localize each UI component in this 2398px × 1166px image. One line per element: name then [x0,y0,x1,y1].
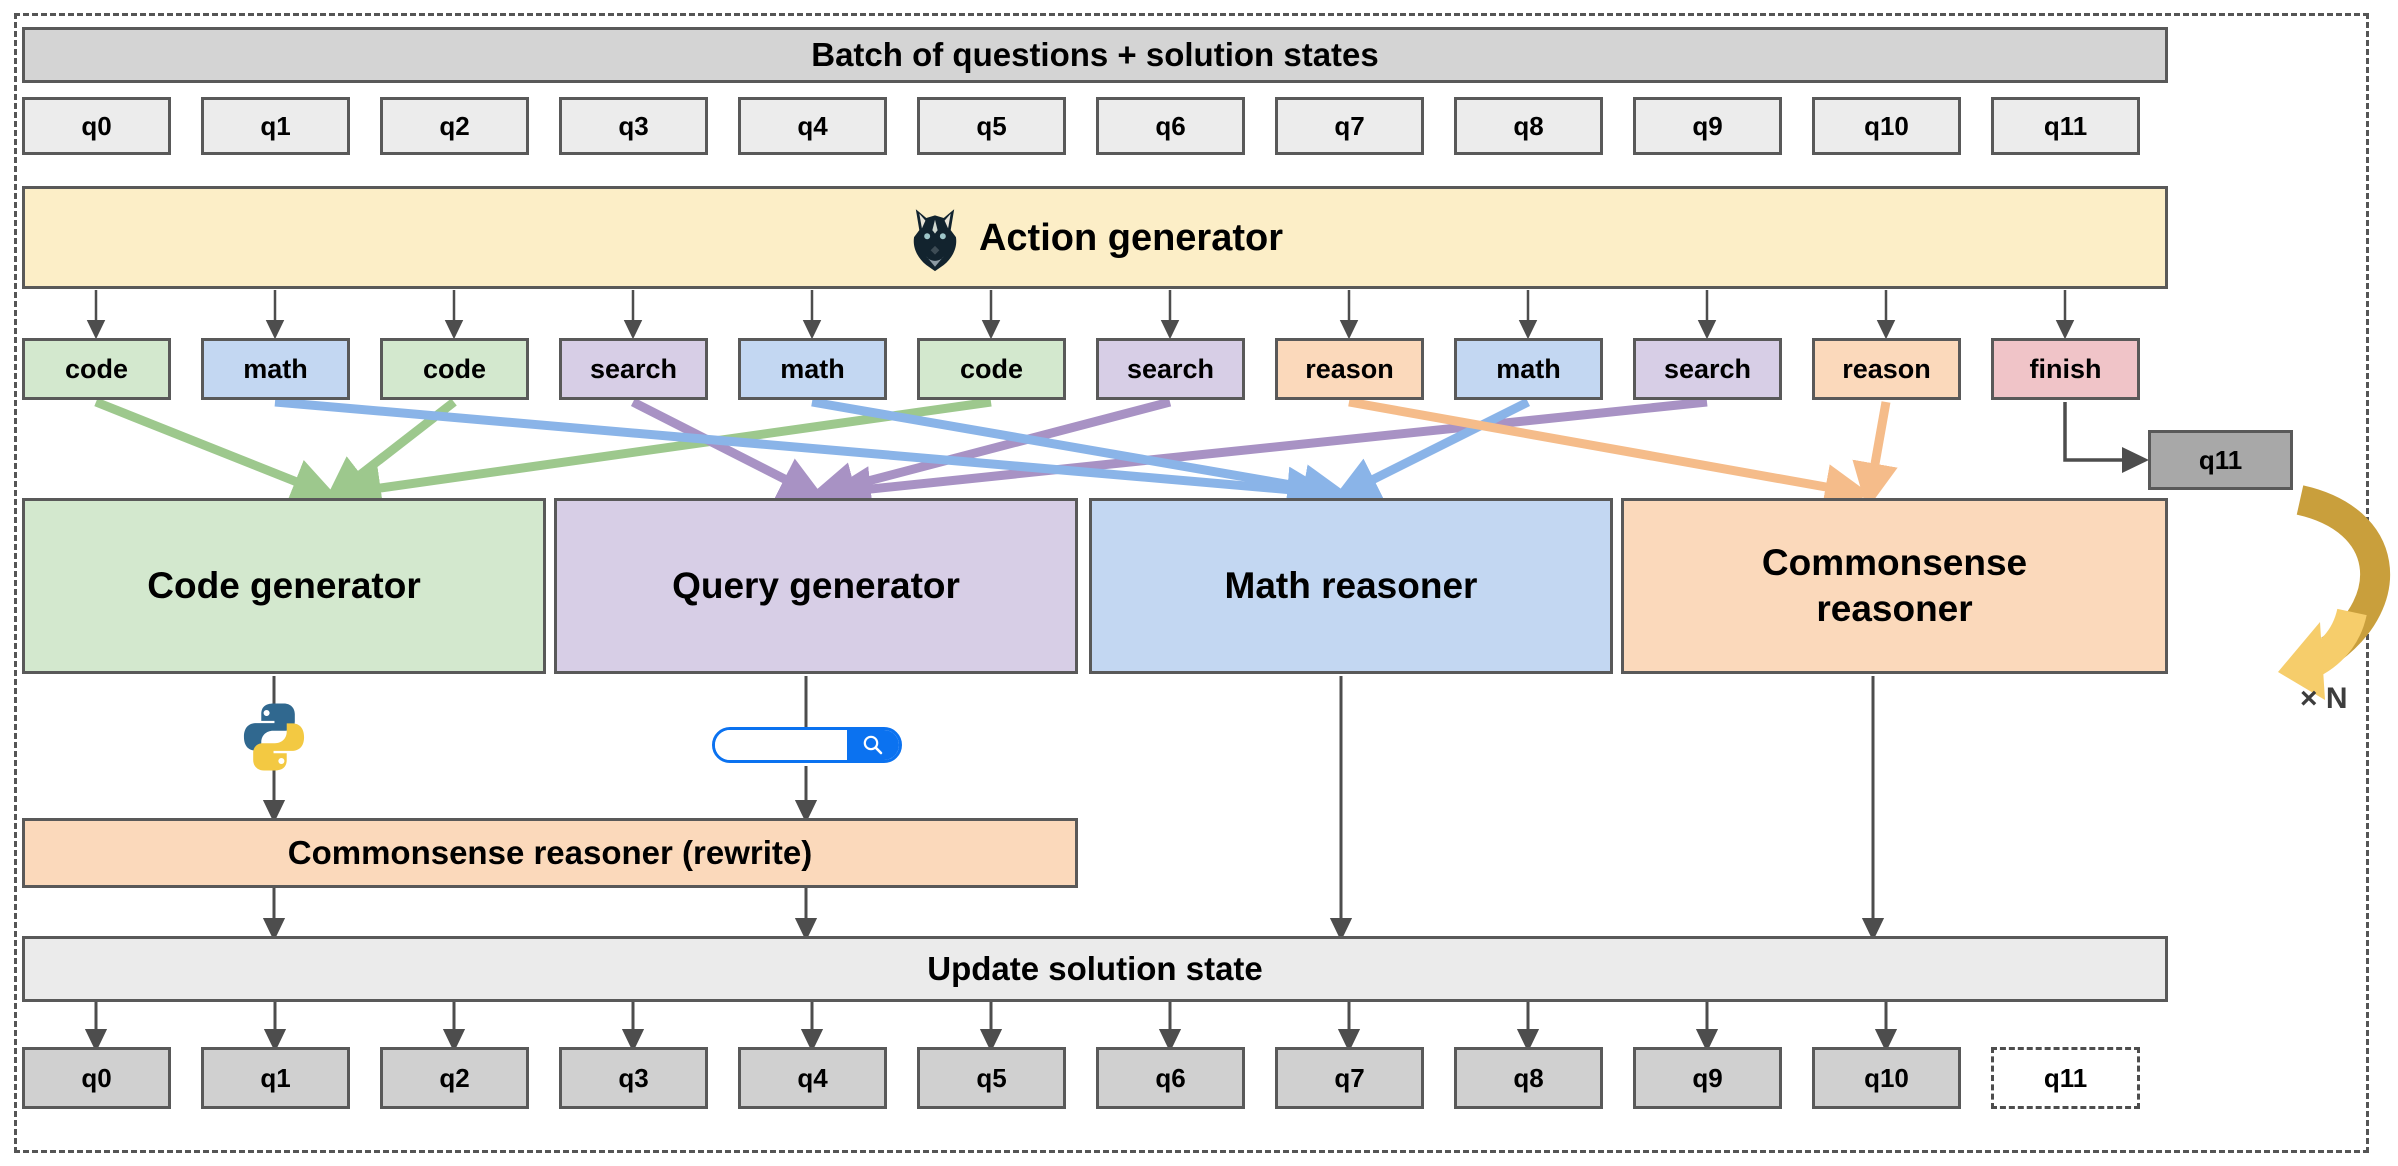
question-chip-top: q7 [1275,97,1424,155]
question-chip-label: q5 [976,110,1007,141]
question-chip-top: q5 [917,97,1066,155]
question-chip-label: q7 [1334,110,1365,141]
question-chip-label: q2 [439,110,470,141]
question-chip-bottom: q11 [1991,1047,2140,1109]
action-chip-label: math [1496,353,1561,384]
processor-codegen: Code generator [22,498,546,674]
action-chip-search: search [1096,338,1245,400]
question-chip-label: q10 [1864,110,1909,141]
question-chip-bottom: q3 [559,1047,708,1109]
action-chip-math: math [201,338,350,400]
question-chip-top: q11 [1991,97,2140,155]
commonsense-rewrite-label: Commonsense reasoner (rewrite) [287,834,813,871]
action-chip-label: finish [2029,353,2102,384]
question-chip-label: q11 [2043,110,2088,141]
question-chip-label: q4 [797,1062,828,1093]
question-chip-label: q1 [260,1062,291,1093]
question-chip-bottom: q4 [738,1047,887,1109]
question-chip-label: q4 [797,110,828,141]
action-chip-label: reason [1305,353,1394,384]
action-chip-code: code [917,338,1066,400]
question-chip-label: q5 [976,1062,1007,1093]
action-chip-search: search [1633,338,1782,400]
question-chip-top: q1 [201,97,350,155]
processor-mathreas: Math reasoner [1089,498,1613,674]
question-chip-label: q6 [1155,110,1186,141]
wolf-head-icon [913,208,957,271]
action-chip-search: search [559,338,708,400]
batch-header-label: Batch of questions + solution states [811,36,1379,73]
question-chip-label: q9 [1692,1062,1723,1093]
action-chip-code: code [22,338,171,400]
action-chip-label: math [780,353,845,384]
question-chip-label: q11 [2043,1062,2088,1093]
action-chip-reason: reason [1275,338,1424,400]
action-chip-reason: reason [1812,338,1961,400]
question-chip-label: q7 [1334,1062,1365,1093]
question-chip-label: q3 [618,1062,649,1093]
question-chip-top: q10 [1812,97,1961,155]
batch-header-bar: Batch of questions + solution states [22,27,2168,83]
question-chip-top: q8 [1454,97,1603,155]
question-chip-label: q6 [1155,1062,1186,1093]
question-chip-top: q9 [1633,97,1782,155]
action-chip-label: math [243,353,308,384]
action-chip-label: code [64,353,129,384]
question-chip-label: q0 [81,110,112,141]
question-chip-label: q2 [439,1062,470,1093]
action-generator-box: Action generator [22,186,2168,289]
action-chip-math: math [1454,338,1603,400]
search-icon [863,735,883,755]
question-chip-label: q10 [1864,1062,1909,1093]
question-chip-top: q3 [559,97,708,155]
question-chip-bottom: q6 [1096,1047,1245,1109]
question-chip-top: q6 [1096,97,1245,155]
processor-label: Query generator [672,564,960,606]
processor-label: Math reasoner [1224,564,1478,606]
question-chip-bottom: q0 [22,1047,171,1109]
action-generator-label: Action generator [978,216,1284,259]
question-chip-label: q8 [1513,1062,1544,1093]
question-chip-label: q0 [81,1062,112,1093]
action-chip-label: code [959,353,1024,384]
question-chip-top: q4 [738,97,887,155]
question-chip-bottom: q1 [201,1047,350,1109]
question-chip-top: q0 [22,97,171,155]
finished-question-box: q11 [2148,430,2293,490]
question-chip-label: q1 [260,110,291,141]
action-chip-finish: finish [1991,338,2140,400]
loop-count-label: × N [2300,682,2348,715]
processor-label: Code generator [147,564,421,606]
action-chip-label: search [1663,353,1752,384]
question-chip-bottom: q7 [1275,1047,1424,1109]
python-logo-icon [243,703,305,771]
question-chip-bottom: q10 [1812,1047,1961,1109]
action-chip-math: math [738,338,887,400]
action-chip-label: search [1126,353,1215,384]
question-chip-label: q9 [1692,110,1723,141]
question-chip-bottom: q5 [917,1047,1066,1109]
processor-querygen: Query generator [554,498,1078,674]
question-chip-label: q3 [618,110,649,141]
update-solution-state-bar: Update solution state [22,936,2168,1002]
update-solution-state-label: Update solution state [927,950,1263,987]
processor-label: Commonsense reasoner [1761,541,2028,629]
action-chip-label: reason [1842,353,1931,384]
commonsense-rewrite-box: Commonsense reasoner (rewrite) [22,818,1078,888]
search-input[interactable] [715,730,847,760]
question-chip-bottom: q2 [380,1047,529,1109]
question-chip-bottom: q8 [1454,1047,1603,1109]
finished-question-label: q11 [2198,444,2243,475]
action-chip-code: code [380,338,529,400]
question-chip-label: q8 [1513,110,1544,141]
question-chip-bottom: q9 [1633,1047,1782,1109]
search-bar-widget[interactable] [712,727,902,763]
search-button[interactable] [847,730,899,760]
processor-csreas: Commonsense reasoner [1621,498,2168,674]
action-chip-label: code [422,353,487,384]
question-chip-top: q2 [380,97,529,155]
action-chip-label: search [589,353,678,384]
